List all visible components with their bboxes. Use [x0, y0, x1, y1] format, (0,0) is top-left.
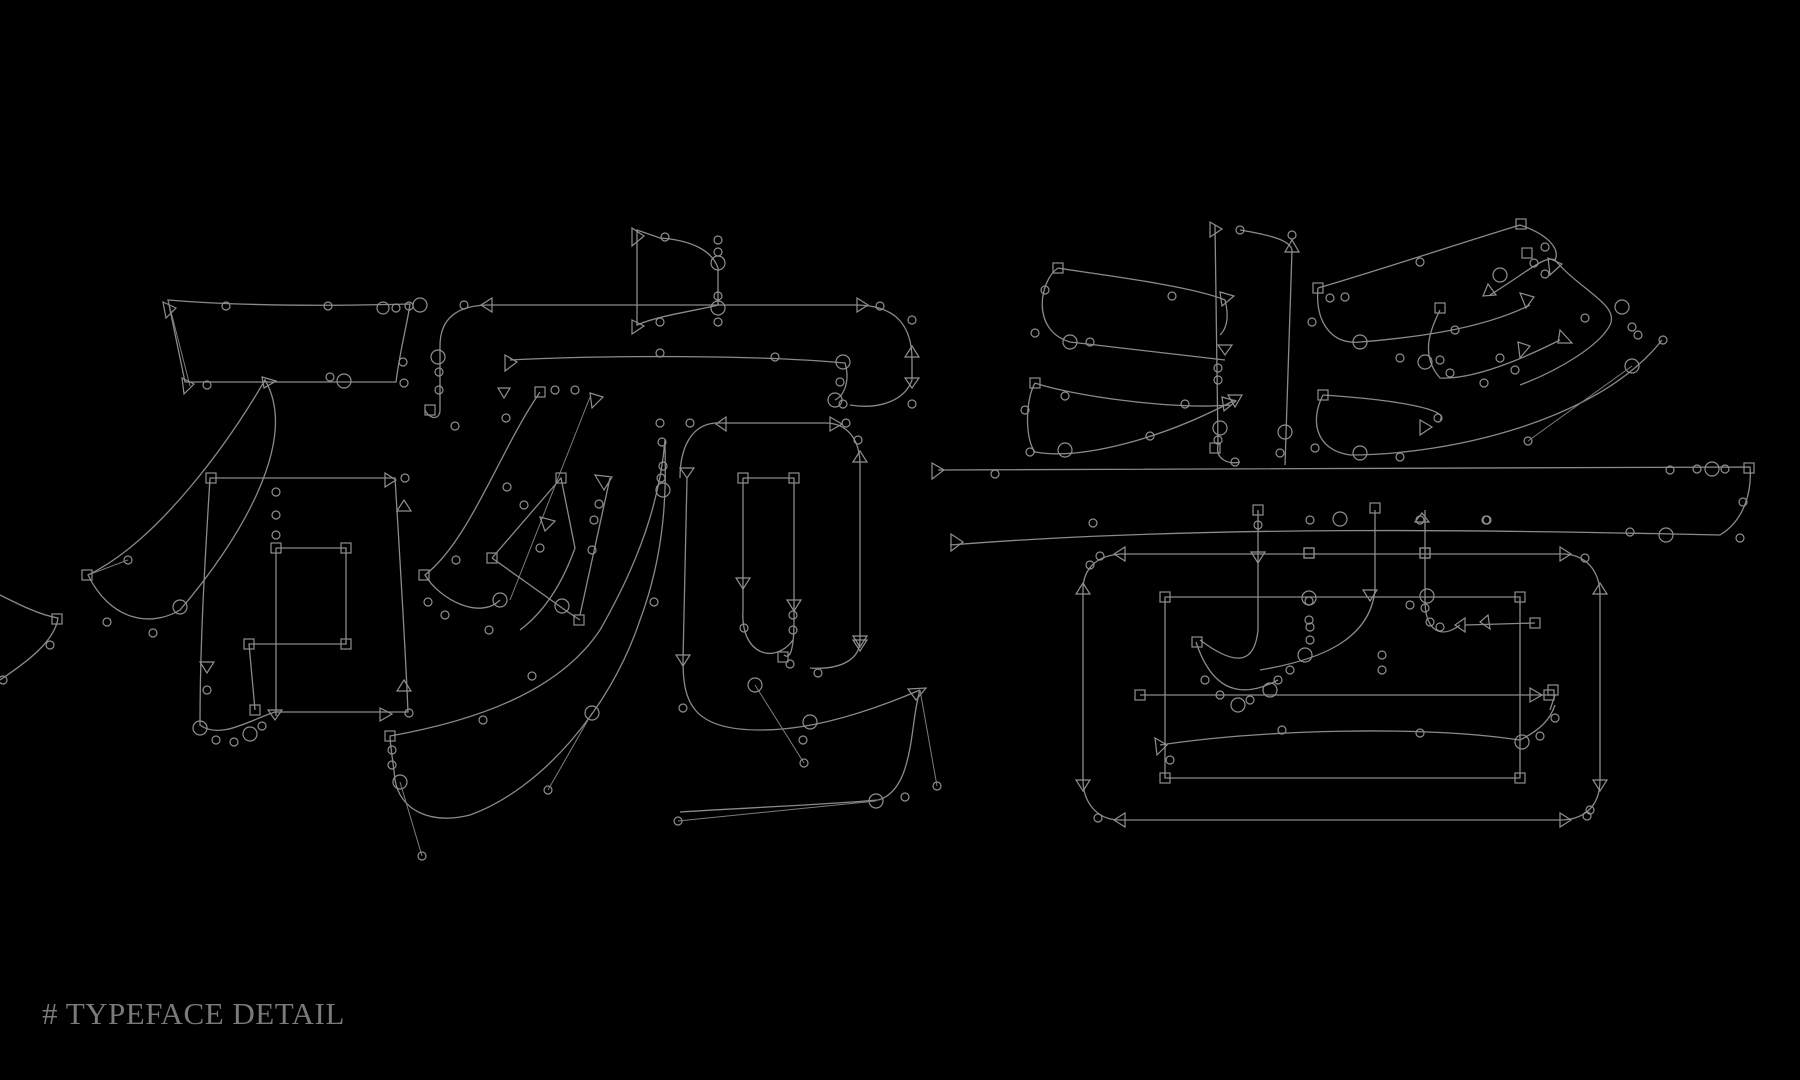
- left-fragment-glyph: [0, 594, 63, 685]
- glyph-jiang: [931, 218, 1755, 829]
- glyph-wan: [81, 226, 942, 861]
- typeface-detail-caption: # TYPEFACE DETAIL: [42, 996, 345, 1031]
